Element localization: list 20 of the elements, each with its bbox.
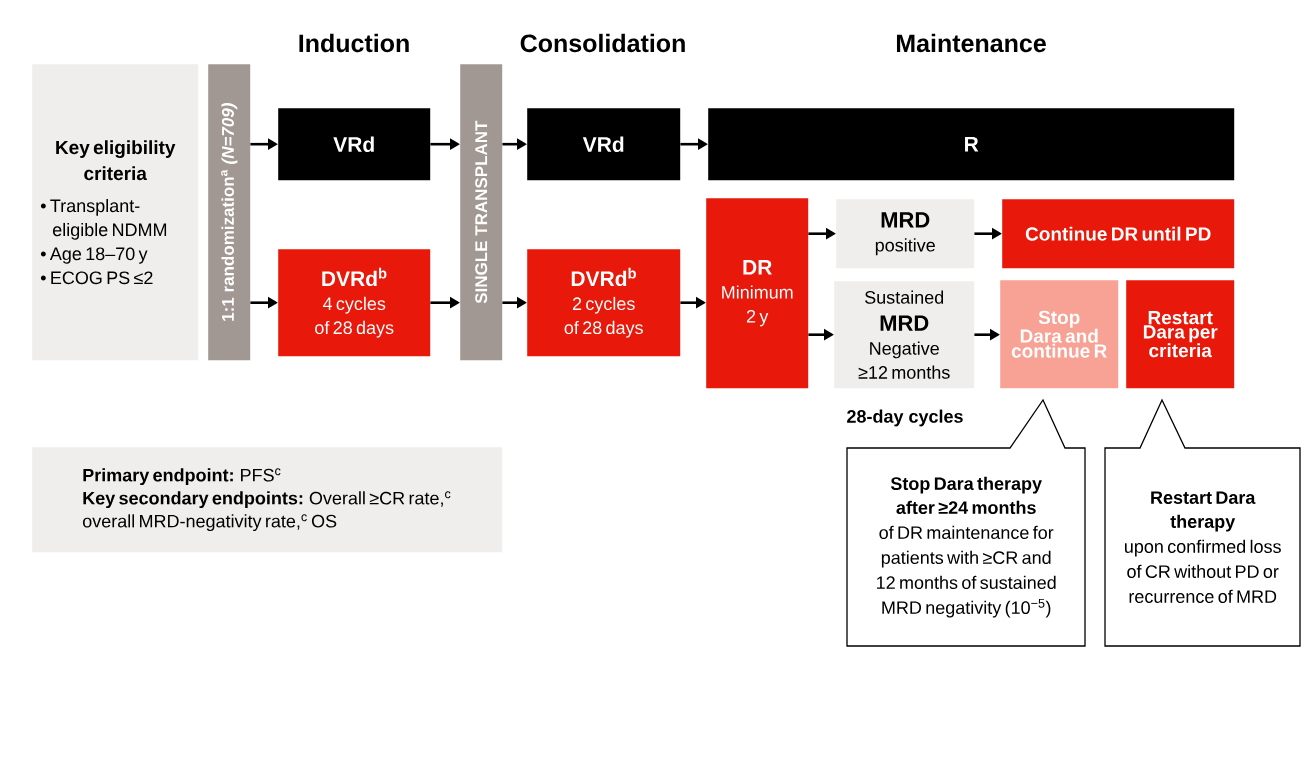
transplant-bar: SINGLE TRANSPLANT	[460, 64, 503, 361]
treatment-box: Restart Dara per criteria	[1126, 280, 1235, 389]
criteria-panel: Key eligibility criteria • Transplant-eligible NDMM • Age 18–70 y • ECOG PS ≤2	[32, 64, 199, 361]
cycle-note: 28-day cycles	[847, 409, 963, 427]
phase-heading: Consolidation	[520, 33, 685, 53]
treatment-box: DVRd$^{b}$ 2 cycles of 28 days	[527, 249, 681, 357]
treatment-box: DVRd$^{b}$ 4 cycles of 28 days	[278, 249, 431, 357]
randomization-bar: 1:1 randomization$^{a}$ (N=709)	[208, 64, 251, 361]
treatment-box: VRd	[527, 108, 681, 181]
treatment-box: VRd	[278, 108, 431, 181]
status-box: Sustained MRD Negative ≥12 months	[834, 281, 975, 389]
phase-heading: Maintenance	[896, 33, 1046, 53]
phase-heading: Induction	[299, 33, 409, 53]
callout-box: Restart Dara therapy upon confirmed loss of CR without PD or recurrence of MRD	[1104, 398, 1301, 647]
treatment-box: Continue DR until PD	[1002, 199, 1235, 269]
treatment-box: DR Minimum 2 y	[706, 198, 809, 389]
treatment-box: R	[708, 108, 1235, 181]
treatment-box: Stop Dara and continue R	[1000, 280, 1119, 389]
status-box: MRD positive	[836, 199, 975, 269]
endpoints-panel: Primary endpoint: PFS$^{c}$ Key secondary endpoints: Overall ≥CR rate,$^{c}$ overall MRD-negativity rate,$^{c}$ OS	[32, 447, 503, 553]
